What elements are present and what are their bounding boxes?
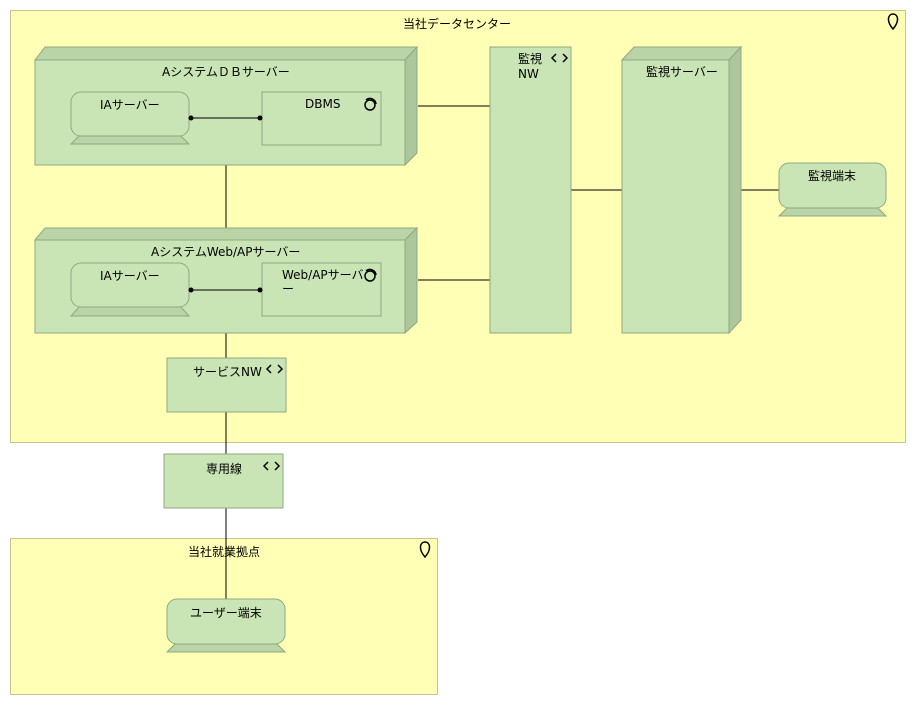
device-user-terminal [165, 598, 287, 653]
device-ia-server-db [69, 91, 191, 145]
device-monitor-terminal [777, 162, 888, 217]
network-service-nw [166, 357, 287, 413]
system-software-dbms-label: DBMS [305, 97, 341, 111]
network-leased-line-label: 専用線 [206, 462, 243, 476]
network-service-nw-label: サービスNW [193, 365, 262, 379]
location-office-label: 当社就業拠点 [188, 545, 261, 559]
node-web-server-label: AシステムWeb/APサーバー [151, 245, 301, 259]
node-monitor-server-label: 監視サーバー [646, 65, 718, 79]
location-datacenter-label: 当社データセンター [403, 17, 512, 31]
location-pin-icon [887, 13, 899, 31]
network-arrows-icon [550, 53, 569, 63]
network-leased-line [163, 453, 284, 509]
node-db-server [33, 45, 419, 167]
device-ia-server-db-label: IAサーバー [100, 98, 160, 112]
system-software-webap-label: Web/APサーバー [282, 268, 364, 296]
node-db-server-label: AシステムＤＢサーバー [162, 65, 290, 79]
system-software-icon [364, 270, 376, 282]
device-monitor-terminal-label: 監視端末 [808, 169, 857, 183]
network-arrows-icon [265, 364, 284, 374]
device-ia-server-web-label: IAサーバー [100, 269, 160, 283]
node-monitor-server [620, 45, 743, 335]
network-monitor-nw [489, 46, 572, 334]
network-monitor-nw-label: 監視 NW [518, 52, 543, 81]
system-software-webap [261, 262, 382, 317]
system-software-icon [364, 99, 376, 111]
device-user-terminal-label: ユーザー端末 [190, 606, 262, 620]
location-pin-icon [419, 541, 431, 559]
network-arrows-icon [262, 461, 281, 471]
device-ia-server-web [69, 262, 191, 317]
system-software-dbms [261, 91, 382, 146]
